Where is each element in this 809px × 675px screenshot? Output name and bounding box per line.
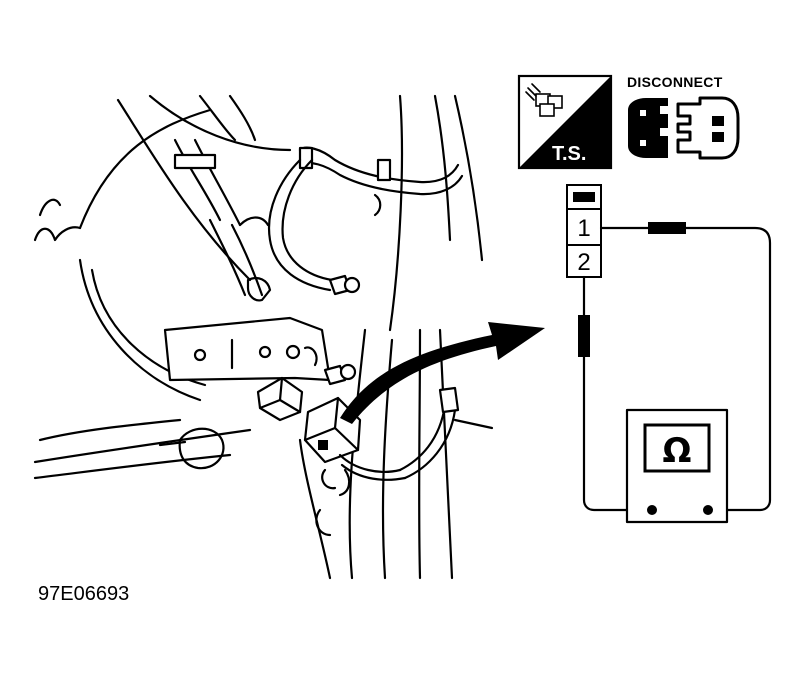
figure-id: 97E06693 (38, 583, 129, 605)
pin-block-icon (573, 192, 595, 202)
disconnect-connector-icon (628, 96, 740, 160)
harness-illustration (33, 94, 494, 580)
test-leads (578, 222, 772, 512)
pin-1-label: 1 (577, 215, 590, 242)
test-step-label: T.S. (552, 143, 586, 165)
disconnect-badge: DISCONNECT (627, 74, 740, 160)
disconnect-label: DISCONNECT (627, 74, 723, 90)
meter-terminal-left (647, 505, 657, 515)
test-step-badge: T.S. (517, 74, 613, 170)
pin-2-label: 2 (577, 249, 590, 276)
connector-pin-block: 1 2 (566, 184, 602, 278)
probe-tip-1 (648, 222, 686, 234)
ohmmeter: Ω (625, 408, 729, 524)
ohm-symbol: Ω (663, 431, 692, 471)
connector-icon (525, 83, 563, 117)
probe-tip-2 (578, 315, 590, 357)
pointer-arrow (340, 322, 545, 424)
meter-terminal-right (703, 505, 713, 515)
